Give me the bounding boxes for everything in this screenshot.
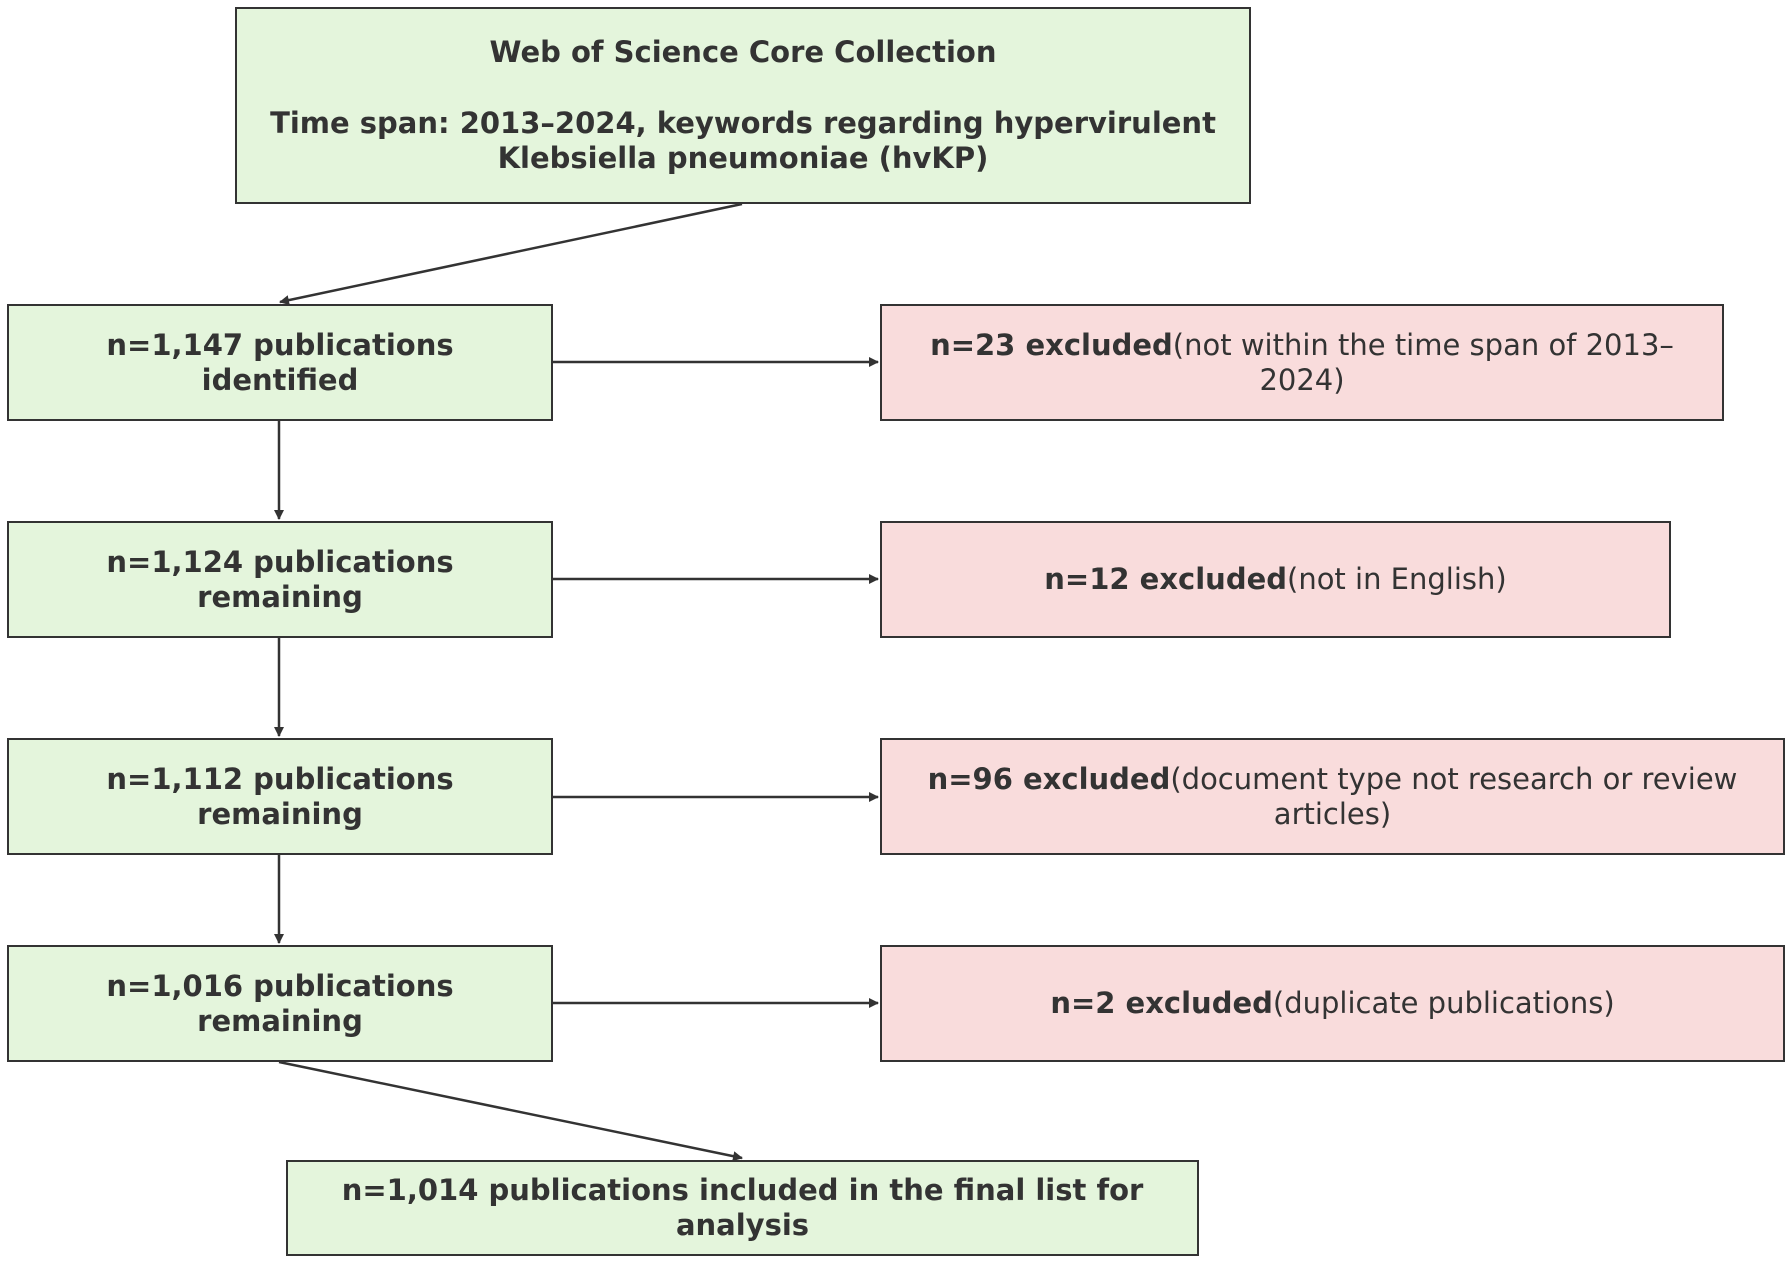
exclusion-line: n=12 excluded(not in English) <box>1044 562 1506 597</box>
final-line2: analysis <box>675 1208 810 1242</box>
exclusion-reason: (not in English) <box>1287 562 1507 597</box>
step-text: n=1,147 publications identified <box>106 327 454 397</box>
arrow-step4-to-final <box>278 1060 743 1162</box>
exclusion-line: n=2 excluded(duplicate publications) <box>1050 986 1614 1021</box>
exclusion-count: n=96 excluded <box>927 761 1171 796</box>
exclusion-box-duplicates: n=2 excluded(duplicate publications) <box>880 945 1785 1062</box>
step-box-identified: n=1,147 publications identified <box>7 304 553 421</box>
exclusion-box-language: n=12 excluded(not in English) <box>880 521 1671 638</box>
exclusion-count: n=2 excluded <box>1050 986 1273 1021</box>
exclusion-line: n=23 excluded(not within the time span o… <box>896 328 1708 398</box>
exclusion-reason-line2: articles) <box>1273 796 1392 831</box>
final-line1: n=1,014 publications included in the fin… <box>341 1173 1144 1208</box>
exclusion-count: n=12 excluded <box>1044 562 1287 597</box>
step-box-remaining-2: n=1,112 publications remaining <box>7 738 553 855</box>
step-box-remaining-1: n=1,124 publications remaining <box>7 521 553 638</box>
step-text: n=1,016 publications remaining <box>106 968 454 1038</box>
exclusion-line: n=96 excluded(document type not research… <box>928 762 1738 797</box>
source-box: Web of Science Core Collection Time span… <box>235 7 1251 204</box>
source-line2: Klebsiella pneumoniae (hvKP) <box>497 140 989 175</box>
arrow-source-to-identified <box>279 202 743 306</box>
step-text: n=1,124 publications remaining <box>106 544 454 614</box>
step-text: n=1,112 publications remaining <box>106 761 454 831</box>
source-title: Web of Science Core Collection <box>489 35 997 70</box>
exclusion-count: n=23 excluded <box>930 327 1173 362</box>
final-box: n=1,014 publications included in the fin… <box>286 1160 1199 1256</box>
source-line1: Time span: 2013–2024, keywords regarding… <box>270 106 1216 141</box>
exclusion-reason: (not within the time span of 2013–2024) <box>1172 327 1674 397</box>
step-box-remaining-3: n=1,016 publications remaining <box>7 945 553 1062</box>
exclusion-reason: (duplicate publications) <box>1272 986 1615 1021</box>
exclusion-reason: (document type not research or review <box>1170 761 1738 796</box>
exclusion-box-document-type: n=96 excluded(document type not research… <box>880 738 1785 855</box>
exclusion-box-time-span: n=23 excluded(not within the time span o… <box>880 304 1724 421</box>
